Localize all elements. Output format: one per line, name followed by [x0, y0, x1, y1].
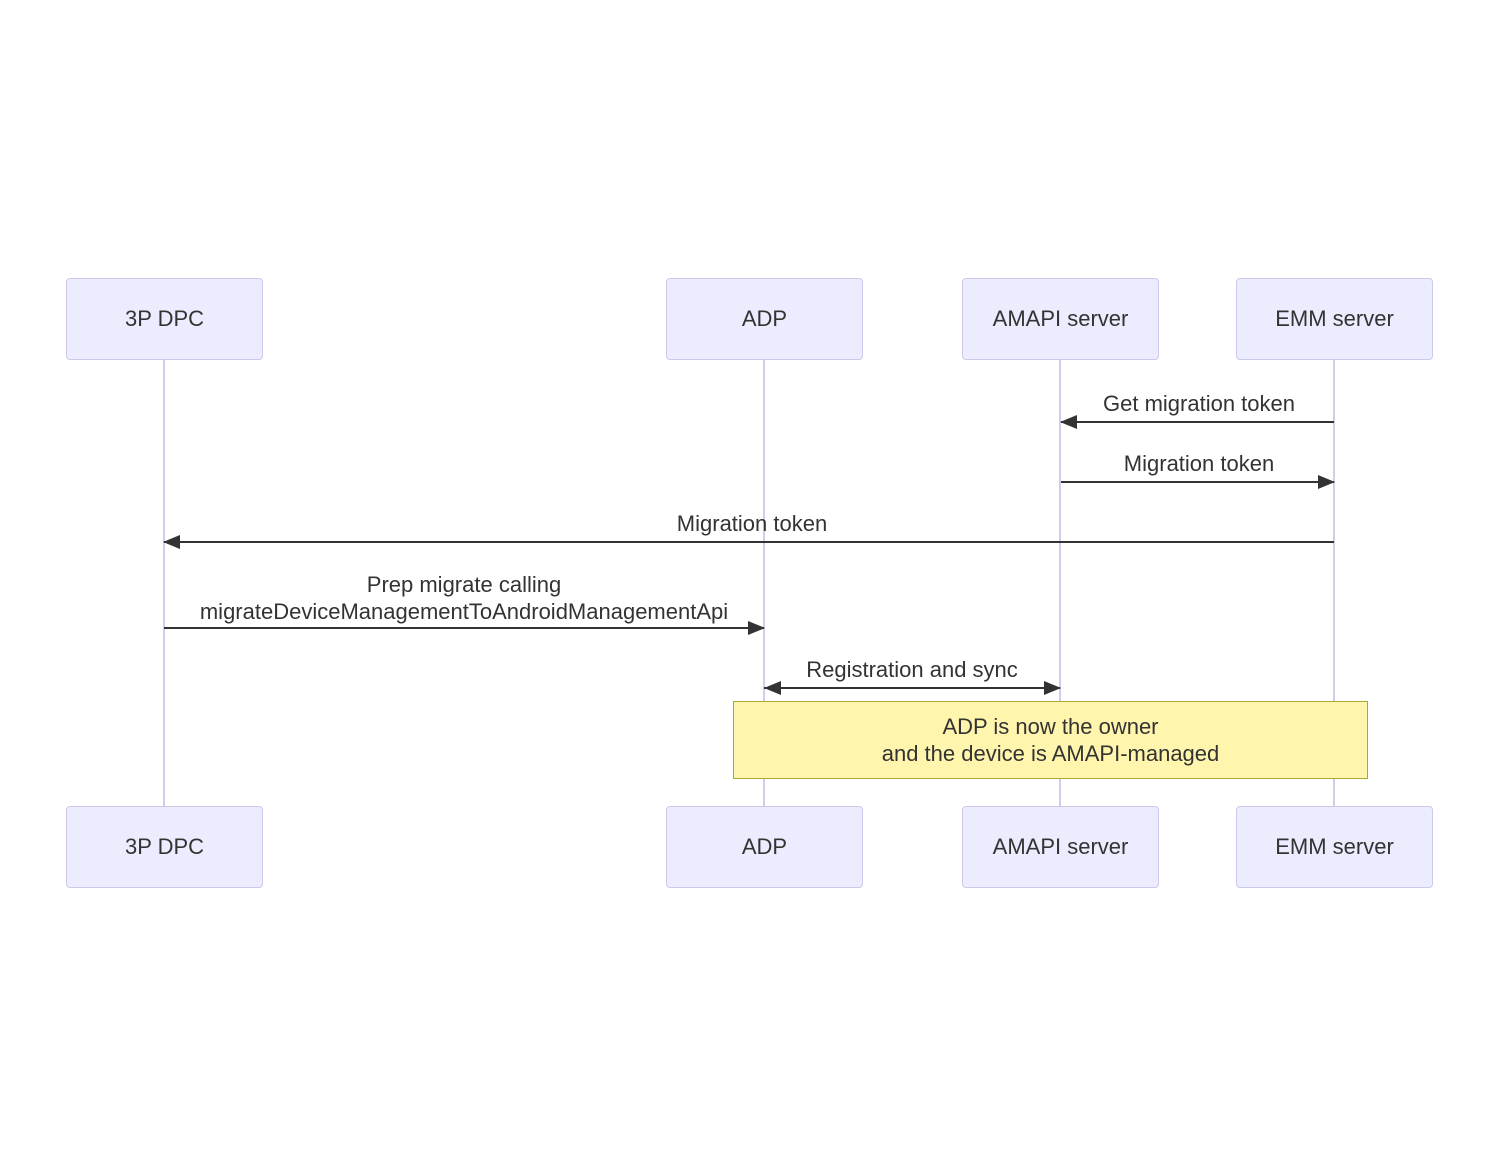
- arrowhead-left-icon: [1060, 415, 1077, 429]
- message-label: Registration and sync: [806, 657, 1018, 682]
- note-adp-owner: ADP is now the owner and the device is A…: [733, 701, 1368, 779]
- message-label: Get migration token: [1103, 391, 1295, 416]
- arrowhead-right-icon: [1318, 475, 1335, 489]
- actor-emm-server-bottom: EMM server: [1236, 806, 1433, 888]
- actor-adp-top: ADP: [666, 278, 863, 360]
- arrowhead-right-icon: [1044, 681, 1061, 695]
- actor-emm-server-top: EMM server: [1236, 278, 1433, 360]
- actor-label: ADP: [741, 306, 788, 331]
- actor-label: AMAPI server: [992, 306, 1129, 331]
- lifeline-3p-dpc: [163, 360, 165, 806]
- actor-3p-dpc-top: 3P DPC: [66, 278, 263, 360]
- actor-label: AMAPI server: [992, 834, 1129, 859]
- note-line1: ADP is now the owner: [942, 714, 1159, 739]
- message-label-line1: Prep migrate calling: [366, 572, 562, 597]
- message-line: [164, 627, 764, 629]
- message-label-line2: migrateDeviceManagementToAndroidManageme…: [199, 599, 729, 624]
- actor-label: ADP: [741, 834, 788, 859]
- message-line: [1061, 421, 1334, 423]
- actor-label: 3P DPC: [124, 834, 205, 859]
- actor-label: EMM server: [1275, 306, 1394, 331]
- lifeline-emm-server: [1333, 360, 1335, 806]
- actor-label: 3P DPC: [124, 306, 205, 331]
- message-line: [1061, 481, 1334, 483]
- actor-label: EMM server: [1275, 834, 1394, 859]
- note-line2: and the device is AMAPI-managed: [881, 741, 1220, 766]
- actor-amapi-server-top: AMAPI server: [962, 278, 1159, 360]
- message-line: [764, 687, 1060, 689]
- message-line: [164, 541, 1334, 543]
- actor-adp-bottom: ADP: [666, 806, 863, 888]
- message-label: Migration token: [676, 511, 828, 536]
- actor-amapi-server-bottom: AMAPI server: [962, 806, 1159, 888]
- message-label: Prep migrate calling migrateDeviceManage…: [200, 571, 728, 625]
- arrowhead-left-icon: [764, 681, 781, 695]
- arrowhead-left-icon: [163, 535, 180, 549]
- message-label: Migration token: [1123, 451, 1275, 476]
- lifeline-adp: [763, 360, 765, 806]
- arrowhead-right-icon: [748, 621, 765, 635]
- actor-3p-dpc-bottom: 3P DPC: [66, 806, 263, 888]
- lifeline-amapi-server: [1059, 360, 1061, 806]
